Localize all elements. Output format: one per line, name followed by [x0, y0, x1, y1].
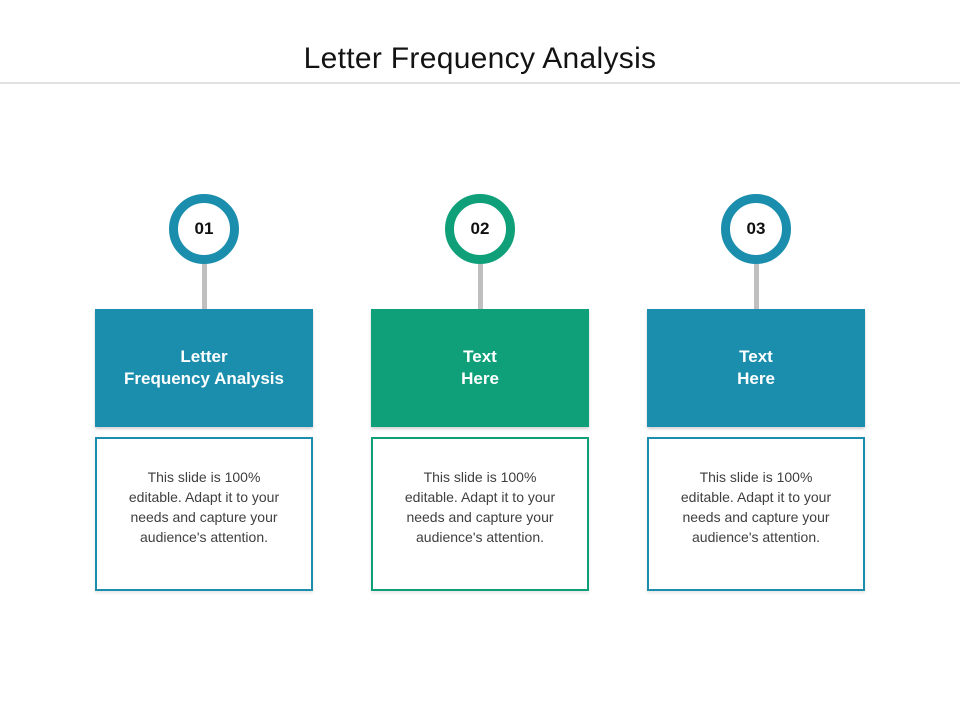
step-header-box: Letter Frequency Analysis	[95, 309, 313, 427]
step-number-badge: 03	[721, 194, 791, 264]
step-column-3: 03 Text Here This slide is 100% editable…	[647, 194, 865, 591]
step-number: 01	[194, 219, 214, 238]
description-text: This slide is 100% editable. Adapt it to…	[680, 469, 832, 545]
connector-line	[753, 264, 759, 309]
steps-row: 01 Letter Frequency Analysis This slide …	[0, 194, 960, 591]
slide-title: Letter Frequency Analysis	[303, 42, 657, 75]
connector-line	[477, 264, 483, 309]
description-text: This slide is 100% editable. Adapt it to…	[404, 469, 556, 545]
title-divider	[0, 82, 960, 84]
step-column-2: 02 Text Here This slide is 100% editable…	[371, 194, 589, 591]
description-box: This slide is 100% editable. Adapt it to…	[371, 437, 589, 591]
step-number: 02	[470, 219, 490, 238]
description-text: This slide is 100% editable. Adapt it to…	[128, 469, 280, 545]
step-header-box: Text Here	[371, 309, 589, 427]
title-bar: Letter Frequency Analysis	[0, 0, 960, 82]
connector-line	[201, 264, 207, 309]
step-header-box: Text Here	[647, 309, 865, 427]
step-number-badge: 01	[169, 194, 239, 264]
step-number: 03	[746, 219, 766, 238]
step-number-badge: 02	[445, 194, 515, 264]
step-header-label: Text Here	[461, 347, 499, 388]
step-header-label: Text Here	[737, 347, 775, 388]
step-header-label: Letter Frequency Analysis	[124, 347, 284, 388]
description-box: This slide is 100% editable. Adapt it to…	[95, 437, 313, 591]
step-column-1: 01 Letter Frequency Analysis This slide …	[95, 194, 313, 591]
description-box: This slide is 100% editable. Adapt it to…	[647, 437, 865, 591]
